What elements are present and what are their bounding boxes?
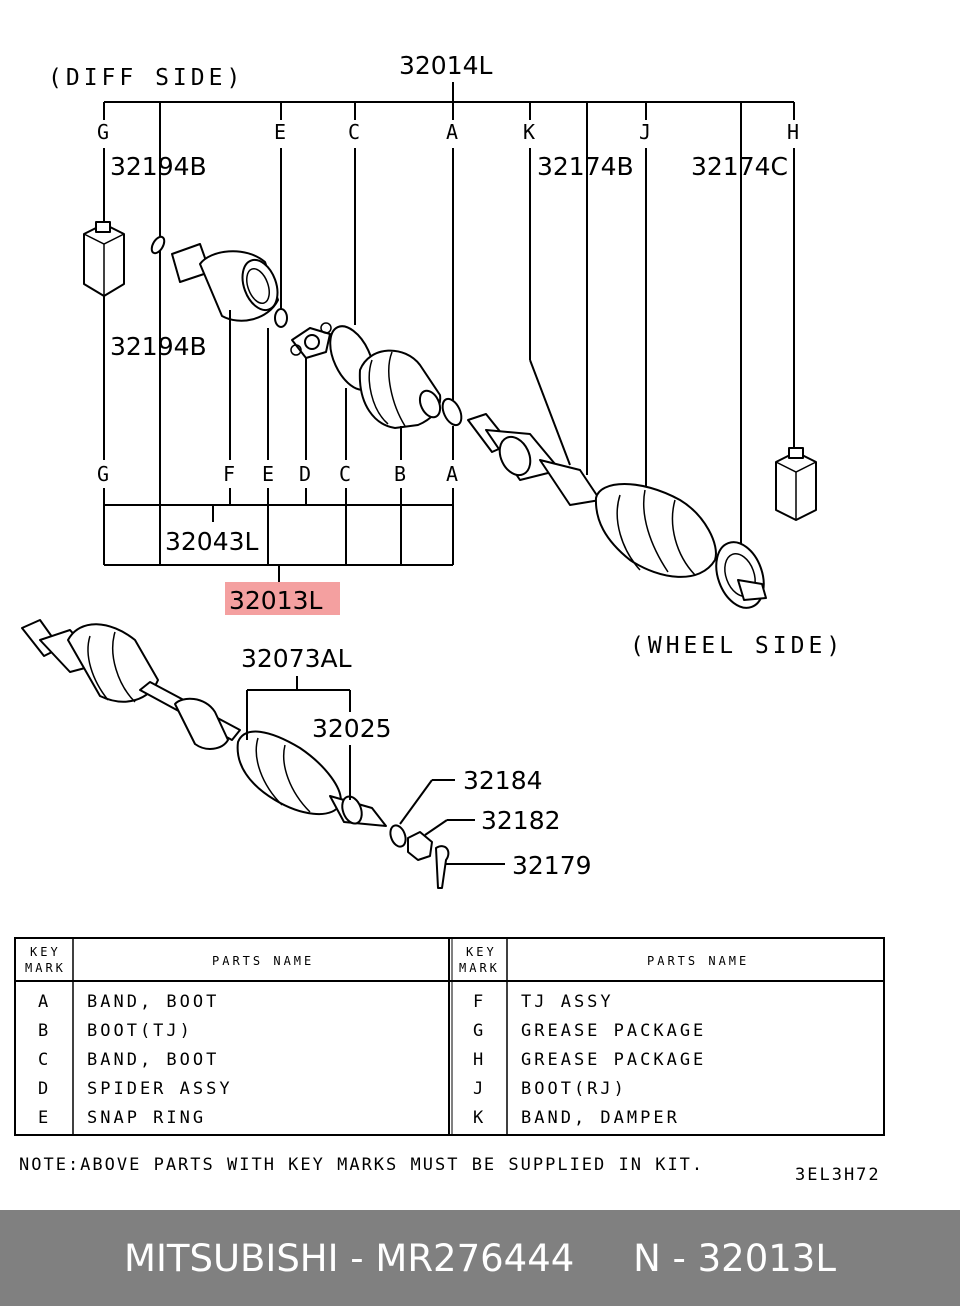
table-row-name: SPIDER ASSY	[87, 1079, 233, 1099]
key-letter-b-bottom: B	[394, 462, 406, 486]
key-letter-c-bottom: C	[339, 462, 351, 486]
key-letter-h-top: H	[787, 120, 799, 144]
callout-32013L-highlight	[225, 582, 340, 615]
table-row-name: BAND, BOOT	[87, 1050, 219, 1070]
callout-32025[interactable]: 32025	[312, 714, 392, 743]
snap-ring-icon	[150, 235, 166, 255]
table-row-key: E	[38, 1108, 51, 1128]
header-parts-left: PARTS NAME	[212, 954, 314, 968]
grease-package-g-icon	[83, 221, 125, 297]
grease-package-h-icon	[775, 447, 817, 521]
table-row-name: BOOT(TJ)	[87, 1021, 193, 1041]
exploded-parts-diagram: (DIFF SIDE) 32014L G E C A K J H 32194B …	[14, 51, 885, 1185]
callout-32014L[interactable]: 32014L	[399, 51, 493, 80]
header-key-right-2: MARK	[459, 961, 500, 975]
kit-note: NOTE:ABOVE PARTS WITH KEY MARKS MUST BE …	[19, 1155, 704, 1175]
key-mark-table: KEY MARK PARTS NAME KEY MARK PARTS NAME …	[14, 937, 885, 1136]
key-letter-f-bottom: F	[223, 462, 235, 486]
diff-side-label: (DIFF SIDE)	[48, 65, 244, 91]
table-row-key: C	[38, 1050, 51, 1070]
tj-housing-icon	[171, 243, 279, 322]
cotter-pin-icon	[435, 845, 450, 889]
key-letter-j-top: J	[639, 120, 651, 144]
nut-icon	[407, 831, 433, 861]
callout-32182[interactable]: 32182	[481, 806, 561, 835]
wheel-side-label: (WHEEL SIDE)	[630, 633, 844, 659]
table-row-key: A	[38, 992, 51, 1012]
callout-32073AL[interactable]: 32073AL	[241, 644, 352, 673]
callout-32013L[interactable]: 32013L	[229, 586, 323, 615]
footer-bar: MITSUBISHI - MR276444 N - 32013L	[0, 1210, 960, 1306]
key-letter-k-top: K	[523, 120, 535, 144]
drive-shaft-lower-icon	[21, 619, 387, 827]
table-row-name: GREASE PACKAGE	[521, 1050, 706, 1070]
table-row-name: TJ ASSY	[521, 992, 614, 1012]
header-key-right-1: KEY	[466, 945, 497, 959]
callout-32174C[interactable]: 32174C	[691, 152, 788, 181]
diagram-code: 3EL3H72	[795, 1165, 881, 1185]
washer-icon	[389, 824, 407, 848]
boot-tj-icon	[358, 349, 442, 429]
table-row-name: SNAP RING	[87, 1108, 206, 1128]
callout-32184[interactable]: 32184	[463, 766, 543, 795]
key-letter-e-top: E	[274, 120, 286, 144]
key-letter-g-bottom: G	[97, 462, 109, 486]
band-boot-a-icon	[441, 397, 463, 427]
table-row-key: F	[473, 992, 486, 1012]
callout-32194B-mid[interactable]: 32194B	[110, 332, 207, 361]
key-letter-d-bottom: D	[299, 462, 311, 486]
table-row-key: J	[473, 1079, 486, 1099]
table-row-key: K	[473, 1108, 486, 1128]
table-row-name: BAND, DAMPER	[521, 1108, 680, 1128]
table-row-key: D	[38, 1079, 51, 1099]
header-key-left-2: MARK	[25, 961, 66, 975]
table-row-name: BOOT(RJ)	[521, 1079, 627, 1099]
table-row-key: B	[38, 1021, 51, 1041]
table-row-name: GREASE PACKAGE	[521, 1021, 706, 1041]
key-letter-g-top: G	[97, 120, 109, 144]
footer-part-number: MITSUBISHI - MR276444 N - 32013L	[124, 1236, 836, 1280]
header-parts-right: PARTS NAME	[647, 954, 749, 968]
key-letter-a-top: A	[446, 120, 458, 144]
key-letter-e-bottom: E	[262, 462, 274, 486]
table-row-key: G	[473, 1021, 486, 1041]
header-key-left-1: KEY	[30, 945, 61, 959]
table-row-name: BAND, BOOT	[87, 992, 219, 1012]
callout-32174B[interactable]: 32174B	[537, 152, 634, 181]
key-letter-a-bottom: A	[446, 462, 458, 486]
callout-32043L[interactable]: 32043L	[165, 527, 259, 556]
callout-32179[interactable]: 32179	[512, 851, 592, 880]
callout-32194B-top[interactable]: 32194B	[110, 152, 207, 181]
table-row-key: H	[473, 1050, 486, 1070]
snap-ring-e-icon	[274, 308, 288, 328]
key-letter-c-top: C	[348, 120, 360, 144]
drive-shaft-upper-icon	[467, 413, 767, 609]
spider-assy-icon	[290, 322, 332, 359]
